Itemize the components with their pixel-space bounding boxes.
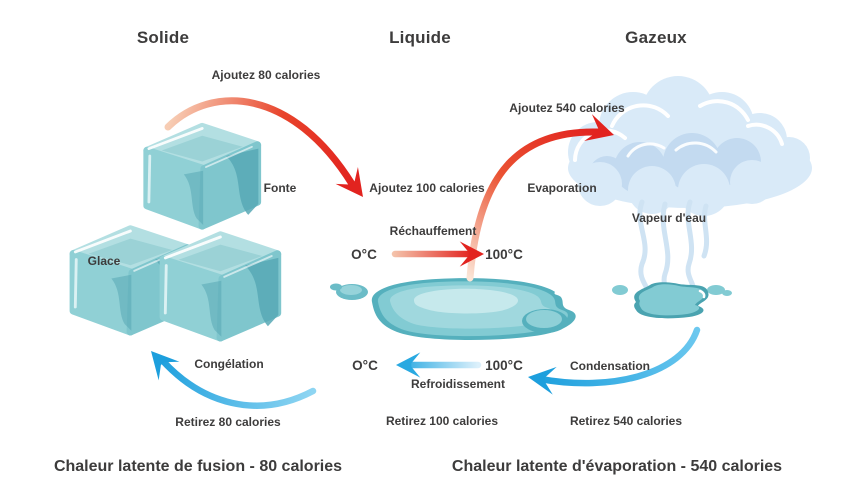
freezing-arrow <box>140 341 317 409</box>
label-fonte: Fonte <box>263 181 297 195</box>
state-title-gas: Gazeux <box>625 28 687 47</box>
cloud-illustration <box>568 76 812 216</box>
state-title-solid: Solide <box>136 28 190 47</box>
heating-arrow <box>391 241 484 267</box>
temp-100c-heating: 100°C <box>485 247 523 262</box>
vapor-puddle <box>612 282 732 319</box>
label-evaporation: Evaporation <box>527 181 597 195</box>
water-puddle <box>330 278 576 341</box>
label-add-100-calories: Ajoutez 100 calories <box>369 181 485 195</box>
caption-latent-heat-evaporation: Chaleur latente d'évaporation - 540 calo… <box>451 458 783 475</box>
label-glace: Glace <box>87 254 121 268</box>
label-retirez-80-calories: Retirez 80 calories <box>175 415 281 429</box>
label-add-80-calories: Ajoutez 80 calories <box>211 68 321 82</box>
label-retirez-100-calories: Retirez 100 calories <box>385 414 499 428</box>
temp-0c-heating: O°C <box>351 247 377 262</box>
cooling-arrow <box>396 352 482 378</box>
caption-latent-heat-fusion: Chaleur latente de fusion - 80 calories <box>53 458 343 475</box>
condensation-arrow <box>526 326 701 395</box>
temp-0c-cooling: O°C <box>352 358 378 373</box>
label-congelation: Congélation <box>194 357 264 371</box>
melt-arrow <box>164 97 375 206</box>
evaporation-arrow <box>466 114 618 282</box>
label-refroidissement: Refroidissement <box>410 377 506 391</box>
label-retirez-540-calories: Retirez 540 calories <box>569 414 683 428</box>
label-rechauffement: Réchauffement <box>389 224 477 238</box>
label-add-540-calories: Ajoutez 540 calories <box>509 101 625 115</box>
state-title-liquid: Liquide <box>389 28 451 47</box>
label-condensation: Condensation <box>570 359 650 373</box>
label-vapeur-deau: Vapeur d'eau <box>631 211 707 225</box>
temp-100c-cooling: 100°C <box>485 358 523 373</box>
ice-cubes-illustration <box>73 127 278 338</box>
